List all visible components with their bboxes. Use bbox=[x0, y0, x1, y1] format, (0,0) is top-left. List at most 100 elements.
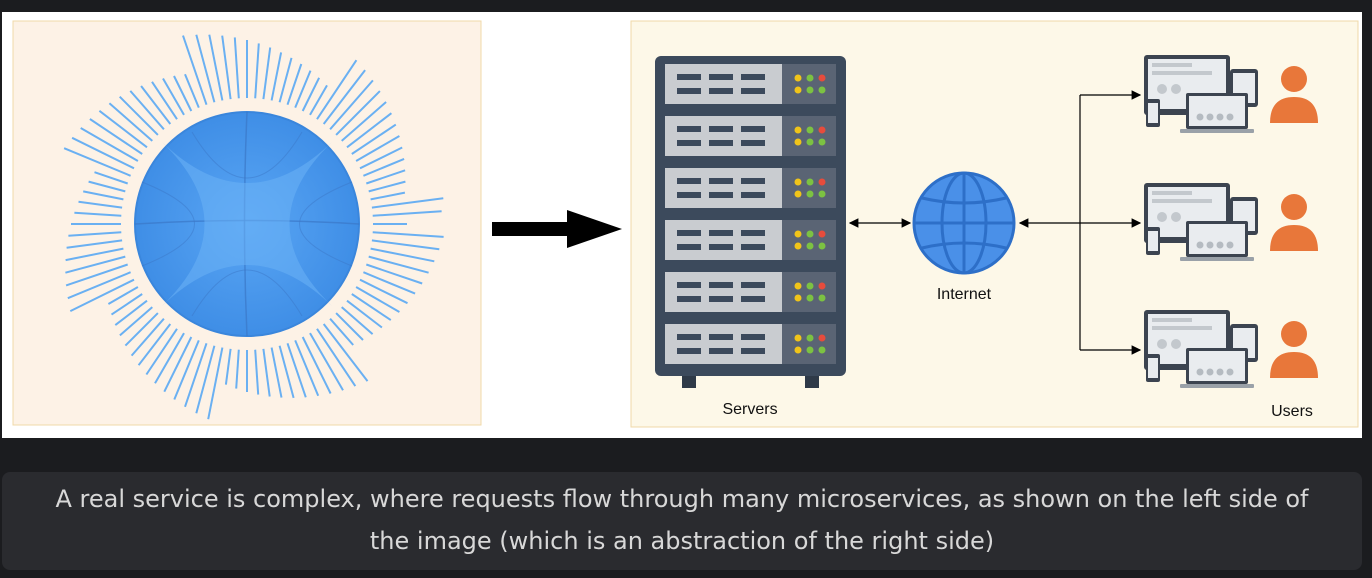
ray bbox=[108, 102, 153, 142]
ray bbox=[107, 286, 139, 305]
ray bbox=[235, 349, 240, 389]
ray bbox=[80, 127, 139, 162]
ray bbox=[341, 101, 387, 142]
ray bbox=[359, 146, 403, 170]
user-group bbox=[1144, 55, 1318, 133]
server-unit bbox=[665, 64, 836, 104]
ray bbox=[68, 231, 122, 237]
server-unit bbox=[665, 324, 836, 364]
figure-caption: A real service is complex, where request… bbox=[2, 472, 1362, 570]
ray bbox=[65, 263, 129, 287]
ray bbox=[262, 47, 272, 100]
ray bbox=[316, 59, 358, 120]
ray bbox=[294, 340, 320, 397]
ray bbox=[66, 239, 123, 249]
server-rack-icon bbox=[655, 56, 846, 388]
microservices-rays bbox=[63, 34, 444, 420]
architecture-panel: Servers Internet Users bbox=[630, 20, 1359, 428]
ray bbox=[371, 239, 440, 251]
ray bbox=[140, 85, 172, 125]
ray bbox=[278, 57, 293, 103]
ray bbox=[195, 345, 216, 414]
ray bbox=[286, 342, 307, 398]
ray bbox=[351, 123, 397, 155]
ray bbox=[309, 84, 328, 116]
ray bbox=[184, 342, 208, 408]
ray bbox=[278, 345, 295, 399]
ray bbox=[351, 293, 392, 321]
ray bbox=[221, 35, 232, 100]
ray bbox=[83, 190, 124, 201]
ray bbox=[368, 180, 406, 193]
user-icon bbox=[1270, 321, 1318, 378]
ray bbox=[355, 135, 400, 162]
ray bbox=[110, 293, 143, 316]
ray bbox=[78, 200, 123, 209]
ray bbox=[363, 157, 405, 177]
ray bbox=[224, 348, 232, 385]
ray bbox=[162, 78, 185, 116]
ray bbox=[329, 318, 354, 346]
server-unit bbox=[665, 272, 836, 312]
ray bbox=[94, 171, 129, 185]
transition-arrow bbox=[492, 210, 622, 248]
ray bbox=[182, 35, 208, 106]
ray bbox=[129, 90, 165, 130]
ray bbox=[370, 191, 406, 201]
ray bbox=[137, 323, 172, 366]
ray bbox=[124, 312, 159, 347]
ray bbox=[270, 347, 283, 398]
ray bbox=[119, 306, 153, 337]
ray bbox=[335, 90, 381, 136]
globe-icon bbox=[912, 171, 1016, 275]
user-icon bbox=[1270, 66, 1318, 123]
ray bbox=[316, 328, 357, 387]
ray bbox=[65, 247, 124, 262]
user-group bbox=[1144, 310, 1318, 388]
ray bbox=[89, 118, 143, 155]
diagram-figure: Servers Internet Users bbox=[2, 12, 1362, 438]
ray bbox=[322, 323, 369, 382]
ray bbox=[71, 136, 135, 170]
ray bbox=[370, 247, 435, 263]
ray bbox=[346, 299, 383, 329]
ray bbox=[74, 211, 122, 217]
microservices-sphere-icon bbox=[134, 111, 360, 337]
server-unit bbox=[665, 220, 836, 260]
ray bbox=[301, 336, 332, 394]
server-unit bbox=[665, 168, 836, 208]
ray bbox=[114, 299, 148, 326]
devices-icon bbox=[1144, 183, 1258, 261]
ray bbox=[365, 169, 406, 185]
ray bbox=[69, 278, 135, 312]
users-label: Users bbox=[1271, 403, 1313, 420]
ray bbox=[309, 332, 344, 391]
ray bbox=[371, 197, 444, 209]
ray bbox=[372, 231, 444, 238]
ray bbox=[98, 110, 148, 149]
ray bbox=[63, 147, 131, 177]
ray bbox=[368, 255, 429, 274]
ray bbox=[67, 271, 131, 300]
ray bbox=[335, 312, 364, 341]
ray bbox=[254, 349, 260, 395]
ray bbox=[195, 34, 216, 103]
ray bbox=[301, 77, 320, 112]
microservices-panel bbox=[12, 20, 482, 426]
ray bbox=[346, 112, 393, 149]
user-group bbox=[1144, 183, 1318, 261]
ray bbox=[359, 278, 408, 305]
ray bbox=[254, 43, 260, 99]
ray bbox=[329, 79, 374, 130]
ray bbox=[173, 75, 193, 112]
internet-label: Internet bbox=[937, 286, 992, 303]
ray bbox=[270, 52, 283, 101]
server-unit bbox=[665, 116, 836, 156]
ray bbox=[151, 81, 178, 120]
ray bbox=[118, 95, 159, 136]
ray bbox=[184, 73, 200, 108]
ray bbox=[294, 70, 312, 108]
servers-label: Servers bbox=[722, 401, 777, 418]
ray bbox=[233, 37, 240, 99]
ray bbox=[286, 63, 303, 106]
